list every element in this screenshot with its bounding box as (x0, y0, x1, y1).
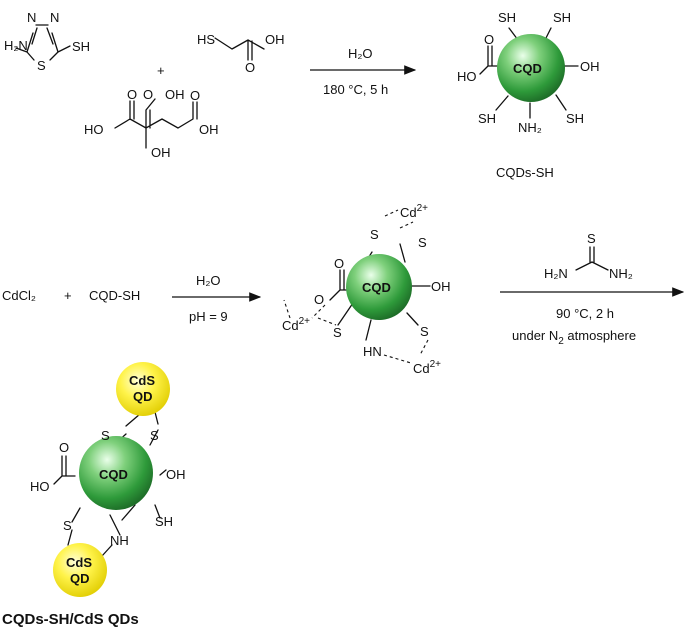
step2-reactants: CdCl₂ + CQD-SH (2, 288, 140, 303)
complex-s1: S (370, 227, 379, 242)
thioglycolic-o: O (245, 60, 255, 75)
step3-arrow-group: 90 °C, 2 h under N2 atmosphere (500, 287, 685, 347)
cdcl2-reactant: CdCl₂ (2, 288, 36, 303)
step3-atmosphere: under N2 atmosphere (512, 328, 636, 347)
thiadiazole-n1: N (27, 10, 36, 25)
product-s1: S (101, 428, 110, 443)
citric-acid-molecule: O OH HO O O OH OH (84, 87, 219, 160)
complex-cqd-label: CQD (362, 280, 391, 295)
citric-o-left: O (127, 87, 137, 102)
product-cqd-core (79, 436, 153, 510)
thiadiazole-n2: N (50, 10, 59, 25)
plus-sign-1: + (157, 63, 165, 78)
cqd-sh-group-bl: SH (478, 111, 496, 126)
cds-bottom-line1: CdS (66, 555, 92, 570)
complex-s3: S (333, 325, 342, 340)
product-o: O (59, 440, 69, 455)
cqd-sh-group-br: SH (566, 111, 584, 126)
cqd-nh2-group: NH₂ (518, 120, 542, 135)
product-ho: HO (30, 479, 50, 494)
cqd-ho-group: HO (457, 69, 477, 84)
product-oh: OH (166, 467, 186, 482)
cqd-sh-group-tl: SH (498, 10, 516, 25)
step1-arrow-group: H₂O 180 °C, 5 h (310, 46, 417, 97)
thiourea-h2n: H₂N (544, 266, 568, 281)
product-sh: SH (155, 514, 173, 529)
product-s3: S (63, 518, 72, 533)
product-s2: S (150, 428, 159, 443)
cqd-sh-reactant: CQD-SH (89, 288, 140, 303)
thiadiazole-molecule: N N H₂N S SH (4, 10, 90, 73)
cds-qd-bottom (53, 543, 107, 597)
complex-cqd-core (346, 254, 412, 320)
step3-conditions: 90 °C, 2 h (556, 306, 614, 321)
citric-oh-right: OH (199, 122, 219, 137)
complex-cd2: Cd2+ (400, 203, 428, 220)
step1-solvent: H₂O (348, 46, 373, 61)
citric-o-right: O (190, 88, 200, 103)
citric-ho-left: HO (84, 122, 104, 137)
step2-ph: pH = 9 (189, 309, 228, 324)
cqd-oh-group: OH (580, 59, 600, 74)
complex-s4: S (420, 324, 429, 339)
thioglycolic-oh: OH (265, 32, 285, 47)
step1-conditions: 180 °C, 5 h (323, 82, 388, 97)
cqd-core (497, 34, 565, 102)
thiourea-molecule: S H₂N NH₂ (544, 231, 633, 281)
thiadiazole-s: S (37, 58, 46, 73)
cds-bottom-line2: QD (70, 571, 90, 586)
thiourea-nh2: NH₂ (609, 266, 633, 281)
thiadiazole-sh: SH (72, 39, 90, 54)
cqd-sh-caption: CQDs-SH (496, 165, 554, 180)
citric-oh-top: OH (165, 87, 185, 102)
complex-s2: S (418, 235, 427, 250)
cd-complex: CQD O O Cd2+ S S Cd2+ OH S HN S Cd2+ (282, 203, 451, 376)
cqd-core-label: CQD (513, 61, 542, 76)
complex-o-top: O (334, 256, 344, 271)
complex-cd3: Cd2+ (413, 359, 441, 376)
complex-cd1: Cd2+ (282, 316, 310, 333)
complex-hn: HN (363, 344, 382, 359)
product-particle: CQD CdS QD CdS QD S S O HO OH S NH SH (30, 362, 186, 597)
product-nh: NH (110, 533, 129, 548)
cqd-o-group: O (484, 32, 494, 47)
cds-top-line2: QD (133, 389, 153, 404)
thioglycolic-hs: HS (197, 32, 215, 47)
citric-o-top: O (143, 87, 153, 102)
thiadiazole-h2n: H₂N (4, 38, 28, 53)
complex-oh: OH (431, 279, 451, 294)
product-cqd-label: CQD (99, 467, 128, 482)
step2-arrow-group: H₂O pH = 9 (172, 273, 262, 324)
thioglycolic-acid-molecule: HS OH O (197, 32, 285, 75)
step2-solvent: H₂O (196, 273, 221, 288)
cds-qd-top (116, 362, 170, 416)
complex-o-link: O (314, 292, 324, 307)
cds-top-line1: CdS (129, 373, 155, 388)
plus-sign-2: + (64, 288, 72, 303)
citric-oh-center: OH (151, 145, 171, 160)
cqd-sh-group-tr: SH (553, 10, 571, 25)
cqd-sh-particle: CQD SH SH OH SH NH₂ SH HO O (457, 10, 600, 135)
thiourea-s: S (587, 231, 596, 246)
product-caption: CQDs-SH/CdS QDs (2, 611, 139, 628)
